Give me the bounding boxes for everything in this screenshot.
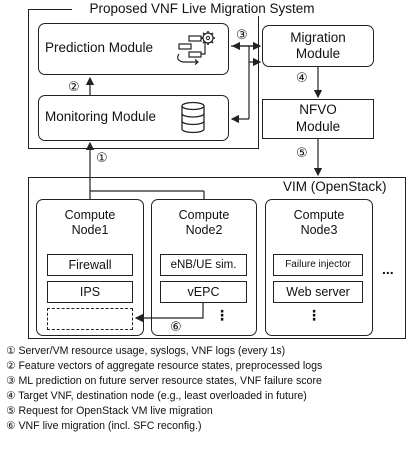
node1-title-line2: Node1	[71, 223, 109, 237]
migration-module-line1: Migration	[290, 30, 346, 45]
more-nodes-ellipsis: ...	[382, 261, 394, 277]
node1-vnf-firewall: Firewall	[47, 254, 133, 276]
marker-5: ⑤	[296, 145, 308, 160]
node3-vnf-failure-injector: Failure injector	[273, 254, 363, 276]
node3-more-vnfs: ⋮	[307, 307, 321, 323]
monitoring-module: Monitoring Module	[38, 95, 229, 141]
prediction-module-label: Prediction Module	[45, 40, 154, 55]
legend: ① Server/VM resource usage, syslogs, VNF…	[6, 344, 322, 434]
node3-title-line2: Node3	[300, 223, 338, 237]
node1-vnf-ips: IPS	[47, 281, 133, 303]
legend-item-4: ④ Target VNF, destination node (e.g., le…	[6, 390, 307, 403]
nfvo-module-line2: Module	[295, 119, 341, 134]
vim-title: VIM (OpenStack)	[283, 179, 387, 194]
monitoring-module-label: Monitoring Module	[45, 109, 157, 124]
enb-ue-sim-label: eNB/UE sim.	[170, 259, 237, 271]
failure-injector-label: Failure injector	[285, 259, 351, 270]
node3-title-line1: Compute	[293, 208, 345, 222]
node2-more-vnfs: ⋮	[215, 307, 229, 323]
marker-2: ②	[68, 79, 80, 94]
legend-item-3: ③ ML prediction on future server resourc…	[6, 375, 322, 388]
node1-title-line1: Compute	[64, 208, 116, 222]
firewall-label: Firewall	[68, 258, 112, 272]
ips-label: IPS	[79, 285, 101, 299]
legend-item-2: ② Feature vectors of aggregate resource …	[6, 360, 323, 373]
web-server-label: Web server	[286, 285, 350, 299]
ml-gear-icon	[177, 31, 215, 65]
node2-title-line1: Compute	[178, 208, 230, 222]
prediction-module: Prediction Module	[38, 23, 229, 75]
node2-vnf-vepc: vEPC	[160, 281, 247, 303]
node2-vnf-enb-ue-sim: eNB/UE sim.	[160, 254, 247, 276]
node3-vnf-web-server: Web server	[273, 281, 363, 303]
migration-module-line2: Module	[295, 46, 341, 61]
marker-1: ①	[96, 150, 108, 165]
database-icon	[181, 101, 205, 134]
marker-6: ⑥	[170, 319, 182, 334]
migration-module: Migration Module	[262, 25, 374, 67]
nfvo-module-line1: NFVO	[299, 102, 337, 117]
marker-3: ③	[236, 27, 248, 42]
legend-item-5: ⑤ Request for OpenStack VM live migratio…	[6, 405, 213, 418]
legend-item-6: ⑥ VNF live migration (incl. SFC reconfig…	[6, 420, 202, 433]
system-title: Proposed VNF Live Migration System	[72, 1, 332, 17]
marker-4: ④	[296, 70, 308, 85]
node2-title-line2: Node2	[185, 223, 223, 237]
nfvo-module: NFVO Module	[262, 99, 374, 139]
node1-migration-target-slot	[47, 308, 133, 330]
legend-item-1: ① Server/VM resource usage, syslogs, VNF…	[6, 345, 286, 357]
vepc-label: vEPC	[187, 285, 220, 299]
